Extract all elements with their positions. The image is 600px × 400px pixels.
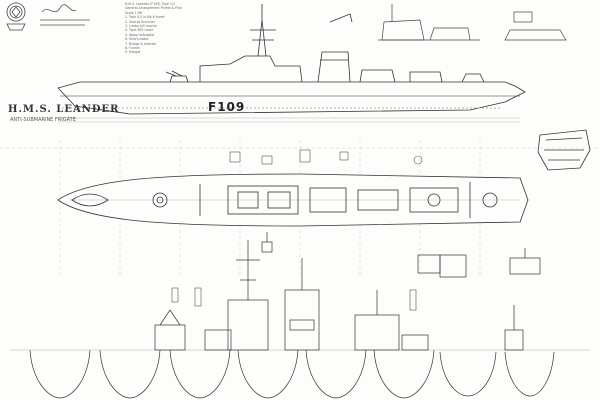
note-line: 7. Bridge & director <box>125 41 157 46</box>
signature-mark <box>40 4 90 26</box>
note-line: H.M.S. Leander (F109) Type 12I <box>125 2 175 6</box>
legend-notes: H.M.S. Leander (F109) Type 12I General A… <box>125 2 235 55</box>
note-line: 3. Limbo A/S mortar <box>125 24 157 29</box>
note-line: 4. Type 965 radar <box>125 28 154 33</box>
minor-details <box>171 149 423 311</box>
ship-crest-icon <box>6 2 26 31</box>
note-line: 8. Funnel <box>125 46 140 51</box>
note-line: 5. Wasp helicopter <box>125 32 155 37</box>
note-line: 9. Hangar <box>125 50 141 55</box>
note-line: 6. Ship's boats <box>125 37 149 42</box>
drawing-subtitle: ANTI-SUBMARINE FRIGATE <box>10 117 76 123</box>
section-view <box>537 129 591 171</box>
plan-view <box>57 173 529 227</box>
note-line: 2. Seacat launcher <box>125 19 155 24</box>
cross-sections <box>10 232 590 399</box>
note-line: General Arrangement Profile & Plan <box>125 6 182 11</box>
pennant-number: F109 <box>208 100 246 114</box>
detail-views <box>378 4 567 41</box>
note-line: Scale 1:96 <box>125 10 142 15</box>
drawing-title: H.M.S. LEANDER <box>8 104 120 115</box>
note-line: 1. Twin 4.5 in Mk 6 turret <box>125 15 165 20</box>
profile-view <box>57 4 526 123</box>
